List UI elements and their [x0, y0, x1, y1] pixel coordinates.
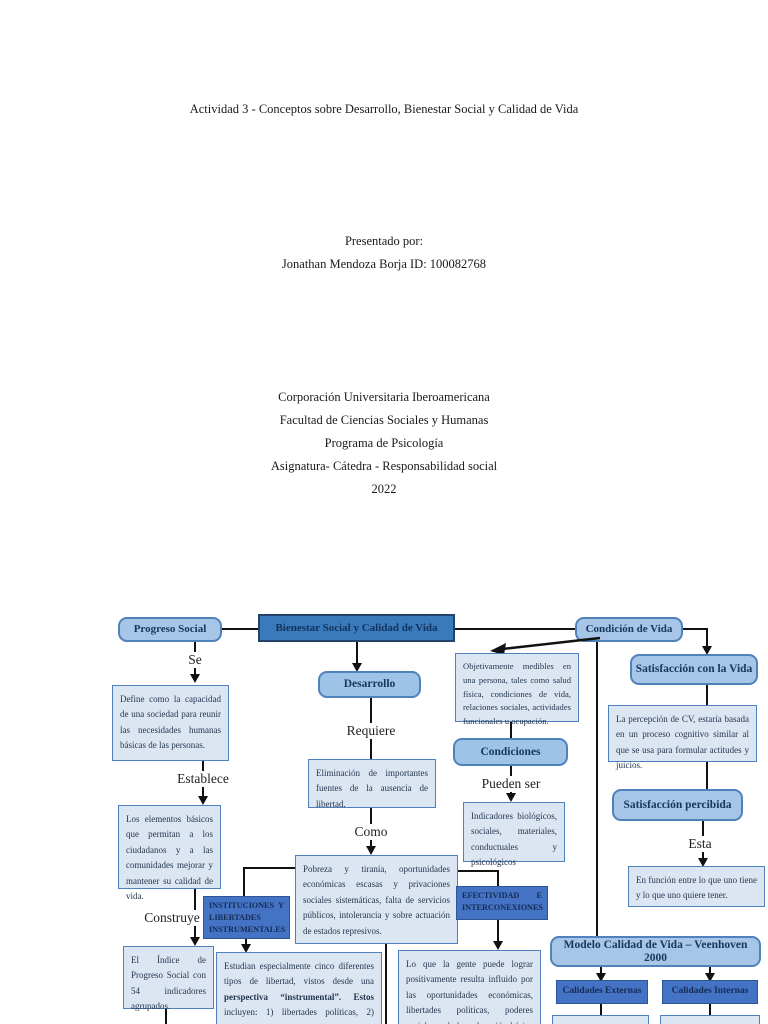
node-modelo-calidad-vida: Modelo Calidad de Vida – Veenhoven 2000	[550, 936, 761, 967]
connector-indice-down	[165, 1009, 167, 1024]
author-line: Jonathan Mendoza Borja ID: 100082768	[281, 257, 487, 271]
connector-modelo-internas	[709, 967, 711, 975]
connector-instituciones-estudian	[245, 939, 247, 945]
arrowhead	[506, 793, 516, 802]
page-title: Actividad 3 - Conceptos sobre Desarrollo…	[189, 102, 579, 116]
arrowhead	[698, 858, 708, 867]
textbox-percepcion: La percepción de CV, estaría basada en u…	[608, 705, 757, 770]
connector-condicion-modelo	[596, 642, 598, 937]
arrowhead	[596, 973, 606, 982]
textbox-estudian-text: incluyen: 1) libertades políticas, 2) fa…	[224, 1007, 374, 1024]
arrowhead	[241, 944, 251, 953]
textbox-internas-partial	[660, 1015, 760, 1024]
connector-pobreza-down	[385, 944, 387, 1024]
textbox-loque: Lo que la gente puede lograr positivamen…	[398, 950, 541, 1024]
textbox-estudian-bold: perspectiva “instrumental”. Estos	[224, 991, 374, 1002]
textbox-define: Define como la capacidad de una sociedad…	[112, 685, 229, 761]
node-calidades-externas: Calidades Externas	[556, 980, 648, 1004]
textbox-indice: El Índice de Progreso Social con 54 indi…	[123, 946, 214, 1011]
connector-pobreza-efectividad-h	[458, 870, 499, 872]
edge-label-como: Como	[351, 824, 391, 840]
arrowhead	[702, 646, 712, 655]
arrowhead	[705, 973, 715, 982]
connector-efectividad-loque	[497, 920, 499, 942]
edge-label-construye: Construye	[141, 910, 203, 926]
edge-label-requiere: Requiere	[343, 723, 399, 739]
connector-condicion-elbow-h	[683, 628, 708, 630]
institution-line: Programa de Psicología	[324, 436, 444, 450]
node-instituciones: INSTITUCIONES Y LIBERTADES INSTRUMENTALE…	[203, 896, 290, 939]
arrowhead	[190, 937, 200, 946]
textbox-eliminacion: Eliminación de importantes fuentes de la…	[308, 759, 436, 809]
node-bienestar-social: Bienestar Social y Calidad de Vida	[258, 614, 455, 642]
institution-line: 2022	[371, 482, 397, 496]
connector-condicion-objetivamente-diagonal	[490, 636, 601, 655]
connector-pobreza-efectividad-v	[497, 870, 499, 887]
connector-internas-down	[709, 1004, 711, 1016]
arrowhead	[198, 796, 208, 805]
arrowhead	[366, 846, 376, 855]
institution-line: Corporación Universitaria Iberoamericana	[278, 390, 490, 404]
textbox-externas-partial	[552, 1015, 649, 1024]
edge-label-establece: Establece	[174, 771, 232, 787]
connector-percepcion-percibida	[706, 762, 708, 790]
node-satisfaccion-con-la-vida: Satisfacción con la Vida	[630, 654, 758, 685]
connector-bienestar-desarrollo	[356, 642, 358, 665]
textbox-elementos: Los elementos básicos que permitan a los…	[118, 805, 221, 901]
connector-objetivamente-condiciones	[510, 722, 512, 738]
node-condiciones: Condiciones	[453, 738, 568, 766]
institution-line: Asignatura- Cátedra - Responsabilidad so…	[270, 459, 498, 473]
textbox-objetivamente: Objetivamente medibles en una persona, t…	[455, 653, 579, 726]
textbox-estudian-text: Estudian especialmente cinco diferentes …	[224, 961, 374, 987]
node-efectividad: EFECTIVIDAD E INTERCONEXIONES	[456, 886, 548, 920]
connector-externas-down	[600, 1004, 602, 1016]
edge-label-se: Se	[185, 652, 205, 668]
node-calidades-internas: Calidades Internas	[662, 980, 758, 1004]
connector-pobreza-instituciones-v	[243, 867, 245, 897]
connector-condicion-elbow-v	[706, 628, 708, 647]
connector-progreso-bienestar	[222, 628, 258, 630]
institution-line: Facultad de Ciencias Sociales y Humanas	[279, 413, 489, 427]
node-satisfaccion-percibida: Satisfacción percibida	[612, 789, 743, 821]
presented-by-label: Presentado por:	[344, 234, 424, 248]
arrowhead	[190, 674, 200, 683]
edge-label-esta: Esta	[685, 836, 715, 852]
textbox-pobreza: Pobreza y tiranía, oportunidades económi…	[295, 855, 458, 944]
connector-pobreza-instituciones-h	[243, 867, 295, 869]
connector-bienestar-condicion	[455, 628, 575, 630]
textbox-funcion: En función entre lo que uno tiene y lo q…	[628, 866, 765, 907]
node-desarrollo: Desarrollo	[318, 671, 421, 698]
connector-satisfaccion-percepcion	[706, 685, 708, 705]
arrowhead	[352, 663, 362, 672]
edge-label-pueden-ser: Pueden ser	[478, 776, 544, 792]
textbox-indicadores: Indicadores biológicos, sociales, materi…	[463, 802, 565, 867]
arrowhead	[493, 941, 503, 950]
connector-modelo-externas	[600, 967, 602, 975]
textbox-estudian: Estudian especialmente cinco diferentes …	[216, 952, 382, 1024]
node-progreso-social: Progreso Social	[118, 617, 222, 642]
